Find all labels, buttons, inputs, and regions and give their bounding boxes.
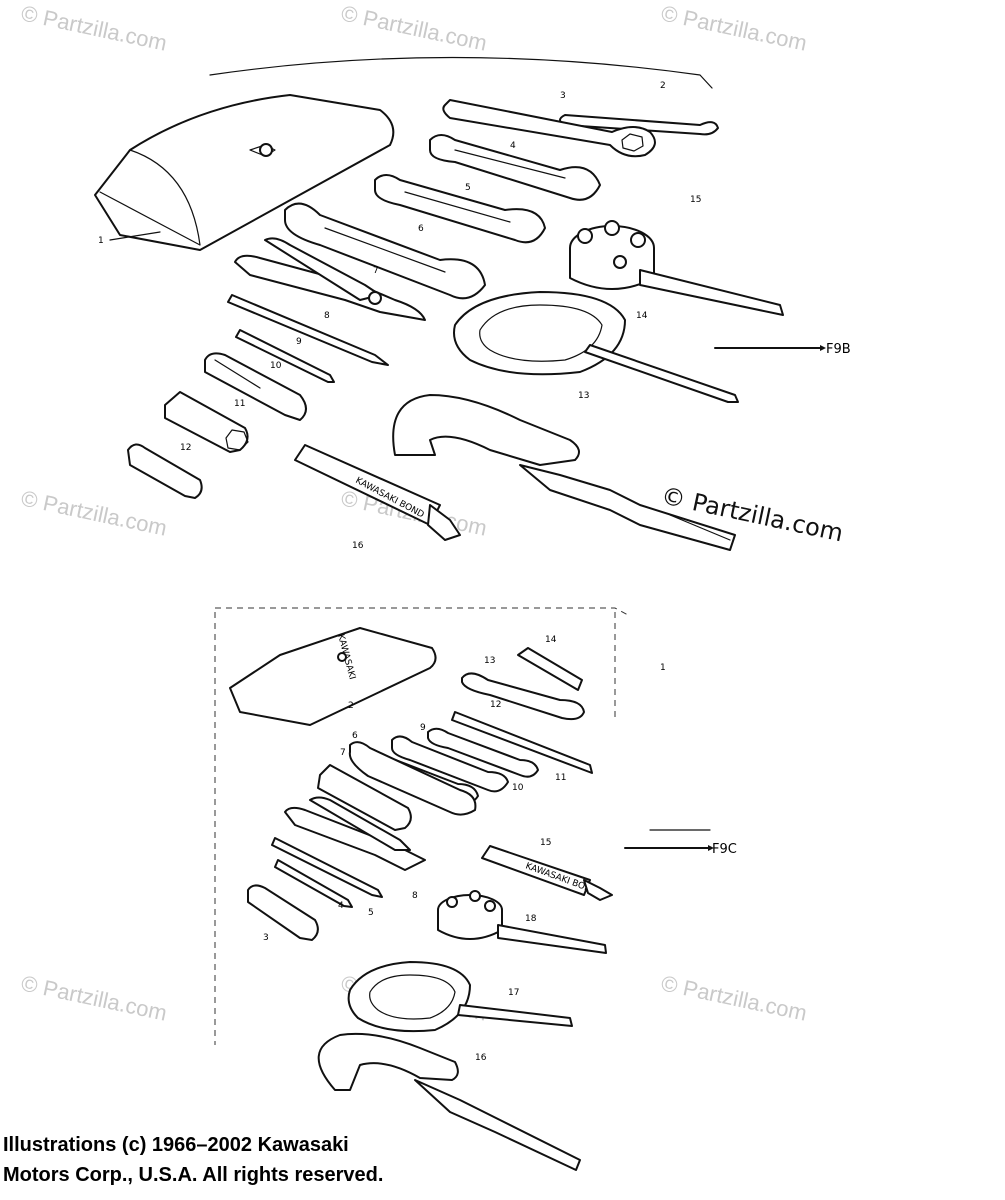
part-number: 9 xyxy=(420,723,426,733)
handle-lower xyxy=(247,884,319,941)
part-number: 13 xyxy=(484,656,495,666)
copyright-notice: Illustrations (c) 1966–2002 Kawasaki Mot… xyxy=(3,1130,383,1190)
part-number: 2 xyxy=(660,81,666,91)
pliers-lower xyxy=(284,796,426,871)
part-numbers-lower: 1 2 3 4 5 6 7 8 9 10 11 12 13 14 15 16 1… xyxy=(263,635,666,1063)
clutch-holder-lower xyxy=(347,961,573,1033)
wrench-4 xyxy=(429,134,601,201)
copyright-line-1: Illustrations (c) 1966–2002 Kawasaki xyxy=(3,1134,349,1156)
c-clamp xyxy=(392,394,736,551)
figure-f9b: KAWASAKI BOND F9B 1 2 3 4 5 6 7 8 9 10 1… xyxy=(94,56,851,551)
part-number: 16 xyxy=(352,541,364,551)
figure-ref-f9c: F9C xyxy=(712,842,737,857)
part-number: 3 xyxy=(560,91,566,101)
part-number: 14 xyxy=(545,635,557,645)
watermark: © Partzilla.com xyxy=(659,0,809,55)
plug-wrench xyxy=(164,391,249,453)
part-number: 11 xyxy=(555,773,566,783)
figure-ref-f9b: F9B xyxy=(826,342,851,357)
watermark: © Partzilla.com xyxy=(19,970,169,1025)
part-number: 6 xyxy=(418,224,424,234)
puller-lower xyxy=(437,890,607,954)
part-number: 3 xyxy=(263,933,269,943)
part-number: 10 xyxy=(512,783,524,793)
bond-tube: KAWASAKI BOND xyxy=(294,444,461,541)
part-number: 5 xyxy=(465,183,471,193)
screwdriver-8 xyxy=(227,294,389,366)
part-number: 12 xyxy=(490,700,501,710)
part-number: 4 xyxy=(510,141,516,151)
wrench-6 xyxy=(284,202,486,300)
part-number: 7 xyxy=(340,748,346,758)
part-number: 4 xyxy=(338,901,344,911)
part-number: 17 xyxy=(508,988,519,998)
screwdriver-handle xyxy=(204,352,307,421)
part-number: 13 xyxy=(578,391,589,401)
part-number: 1 xyxy=(660,663,666,673)
tool-pouch-lower: KAWASAKI xyxy=(229,627,437,726)
bond-tube-lower: KAWASAKI BOND xyxy=(481,845,613,901)
part-number: 1 xyxy=(98,236,104,246)
c-clamp-lower xyxy=(317,1032,581,1171)
pliers xyxy=(234,237,426,321)
part-number: 10 xyxy=(270,361,282,371)
part-number: 9 xyxy=(296,337,302,347)
part-number: 2 xyxy=(348,701,354,711)
flywheel-puller xyxy=(569,220,784,316)
watermark: © Partzilla.com xyxy=(339,0,489,55)
wrench-set-lower xyxy=(348,727,539,816)
part-number: 14 xyxy=(636,311,648,321)
watermark: © Partzilla.com xyxy=(19,0,169,55)
part-number: 18 xyxy=(525,914,537,924)
watermark: © Partzilla.com xyxy=(19,485,169,540)
figure-f9c: KAWASAKI xyxy=(214,607,737,1171)
part-number: 15 xyxy=(540,838,551,848)
part-number: 16 xyxy=(475,1053,487,1063)
part-number: 11 xyxy=(234,399,245,409)
watermark: © Partzilla.com xyxy=(659,970,809,1025)
clutch-holder xyxy=(453,291,739,403)
tool-pouch xyxy=(94,94,395,251)
part-number: 12 xyxy=(180,443,191,453)
screwdriver-9 xyxy=(235,329,335,383)
part-numbers-upper: 1 2 3 4 5 6 7 8 9 10 11 12 13 14 15 16 xyxy=(98,81,701,551)
copyright-line-2: Motors Corp., U.S.A. All rights reserved… xyxy=(3,1164,384,1186)
wrench-5 xyxy=(374,174,546,244)
part-number: 6 xyxy=(352,731,358,741)
tube-14 xyxy=(517,647,583,691)
box-wrench-lower xyxy=(317,764,412,831)
part-number: 5 xyxy=(368,908,374,918)
wrench-13-lower xyxy=(461,672,585,721)
screwdriver-lower xyxy=(271,837,383,908)
part-number: 8 xyxy=(324,311,330,321)
wrench-thin xyxy=(442,99,719,158)
part-number: 15 xyxy=(690,195,701,205)
part-number: 8 xyxy=(412,891,418,901)
box-wrench-12 xyxy=(127,443,203,499)
part-number: 7 xyxy=(373,266,379,276)
wrench-12-lower xyxy=(451,711,593,774)
